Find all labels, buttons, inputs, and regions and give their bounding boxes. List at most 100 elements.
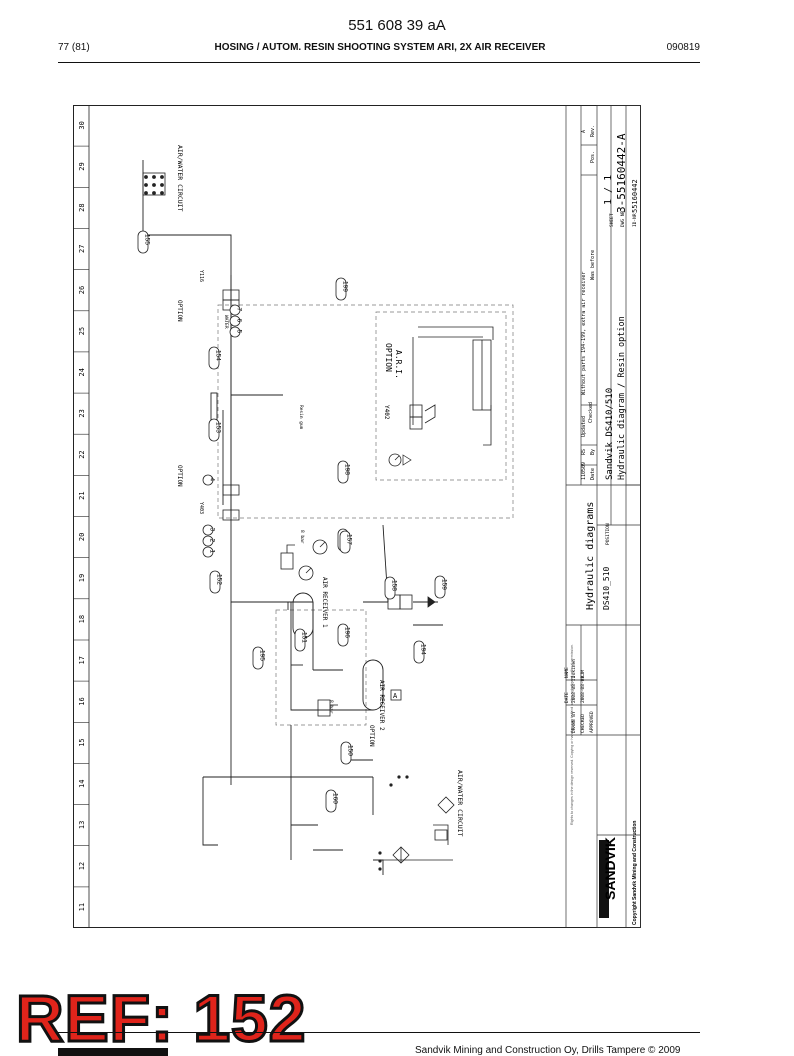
relief-valve-1 bbox=[280, 544, 295, 570]
box-a bbox=[390, 689, 402, 701]
reference-stamp: REF: 152 bbox=[14, 981, 307, 1055]
hydraulic-lines bbox=[142, 160, 443, 875]
revision-col-pos: Pos. bbox=[590, 151, 596, 163]
svg-text:155: 155 bbox=[144, 234, 151, 245]
drawn-date: 2008-08-11 bbox=[571, 676, 577, 703]
date-label: DATE bbox=[564, 692, 570, 703]
svg-text:196: 196 bbox=[344, 627, 351, 638]
hydraulic-diagram: 1112131415161718192021222324252627282930… bbox=[73, 105, 641, 928]
valve-y403-label: Y403 bbox=[198, 502, 204, 514]
ari-label: A.R.I. bbox=[394, 350, 403, 379]
callout-153: 153 bbox=[208, 418, 222, 442]
svg-text:195: 195 bbox=[259, 650, 266, 661]
callout-155: 155 bbox=[137, 230, 151, 254]
air-receiver-1-label: AIR RECEIVER 1 bbox=[321, 577, 328, 628]
option-box-outer bbox=[217, 304, 514, 519]
page-number: 77 (81) bbox=[58, 42, 90, 53]
gauge-receiver-1b bbox=[312, 539, 328, 555]
pressure-label-1: 8 bar bbox=[299, 530, 305, 544]
revision-date-label: Date bbox=[590, 468, 596, 480]
water-label: WATER bbox=[223, 315, 229, 329]
diagram-name: Hydraulic diagram / Resin option bbox=[617, 316, 627, 480]
svg-text:160: 160 bbox=[332, 793, 339, 804]
callout-151: 151 bbox=[294, 628, 308, 652]
svg-text:194: 194 bbox=[420, 644, 427, 655]
copyright-text: Copyright Sandvik Mining and Constructio… bbox=[632, 821, 638, 925]
option-number-5: 5 bbox=[229, 326, 243, 338]
svg-text:151: 151 bbox=[301, 632, 308, 643]
svg-text:3: 3 bbox=[209, 528, 216, 532]
svg-text:6: 6 bbox=[236, 319, 243, 323]
checked-date: 2008-08-08 bbox=[580, 676, 586, 703]
grid-column-label: 17 bbox=[78, 656, 86, 664]
option-label-middle: OPTION bbox=[176, 465, 183, 487]
callout-196: 196 bbox=[337, 623, 351, 647]
ari-option-box bbox=[375, 311, 507, 481]
revision-note-2: Was before bbox=[590, 250, 596, 280]
revision-by: RS bbox=[581, 449, 587, 455]
title-block bbox=[565, 105, 641, 928]
svg-text:199: 199 bbox=[342, 281, 349, 292]
grid-column-label: 13 bbox=[78, 821, 86, 829]
valve-y402 bbox=[409, 404, 436, 430]
air-water-circuit-bottom-label: AIR/WATER CIRCUIT bbox=[456, 770, 464, 837]
document-number: 551 608 39 aA bbox=[348, 17, 446, 34]
valve-y403 bbox=[222, 484, 240, 521]
grid-column-label: 18 bbox=[78, 615, 86, 623]
approved-label: APPROVED bbox=[589, 711, 595, 733]
grid-column-label: 19 bbox=[78, 574, 86, 582]
svg-text:198: 198 bbox=[344, 464, 351, 475]
document-title: HOSING / AUTOM. RESIN SHOOTING SYSTEM AR… bbox=[214, 42, 546, 53]
sheet-value: 1 / 1 bbox=[603, 175, 614, 205]
grid-column-label: 27 bbox=[78, 245, 86, 253]
option-number-3: 3 bbox=[202, 524, 216, 536]
svg-text:158: 158 bbox=[391, 580, 398, 591]
callout-150: 150 bbox=[340, 741, 354, 765]
grid-column-label: 16 bbox=[78, 697, 86, 705]
grid-column-label: 26 bbox=[78, 286, 86, 294]
revision-note: Without parts 194-199, extra air receive… bbox=[581, 272, 587, 395]
revision-col-rev: Rev. bbox=[590, 125, 596, 137]
position-label: POSITION bbox=[605, 523, 611, 545]
callout-194: 194 bbox=[413, 640, 427, 664]
dwg-number: 3-55160442-A bbox=[615, 133, 628, 213]
callout-154: 154 bbox=[208, 346, 222, 370]
checked-name: KJM bbox=[580, 670, 586, 678]
name-label: NAME bbox=[564, 667, 570, 678]
option-number-1: 1 bbox=[202, 546, 216, 558]
receiver-2-option-box bbox=[275, 609, 367, 726]
drawn-name: Jokinen bbox=[571, 659, 577, 678]
callout-159: 159 bbox=[434, 575, 448, 599]
option-number-groups: 7 6 5 4 3 21 bbox=[202, 304, 243, 558]
drawing-title: Hydraulic diagrams bbox=[585, 502, 596, 610]
callout-195: 195 bbox=[252, 646, 266, 670]
grid-column-label: 28 bbox=[78, 203, 86, 211]
checked-label: CHECKED bbox=[580, 714, 586, 733]
callout-158: 158 bbox=[384, 576, 398, 600]
drawing-frame bbox=[73, 105, 641, 928]
svg-text:5: 5 bbox=[236, 330, 243, 334]
ari-cylinder bbox=[412, 326, 494, 446]
ari-option-label: OPTION bbox=[384, 343, 393, 372]
svg-text:4: 4 bbox=[209, 478, 216, 482]
air-receiver-2-label: AIR RECEIVER 2 bbox=[378, 680, 385, 731]
svg-text:150: 150 bbox=[347, 745, 354, 756]
gauge-receiver-1 bbox=[298, 565, 314, 581]
air-water-circuit-top-label: AIR/WATER CIRCUIT bbox=[176, 145, 184, 212]
grid-column-label: 20 bbox=[78, 533, 86, 541]
svg-text:7: 7 bbox=[236, 308, 243, 312]
callout-160: 160 bbox=[325, 789, 339, 813]
grid-column-label: 23 bbox=[78, 409, 86, 417]
footer-logo bbox=[58, 1048, 168, 1056]
svg-text:153: 153 bbox=[215, 422, 222, 433]
option-number-2: 2 bbox=[202, 535, 216, 547]
resin-gun-label: Resin gun bbox=[298, 405, 304, 430]
header-rule bbox=[58, 62, 700, 63]
air-water-filter-bottom bbox=[373, 796, 455, 864]
callout-bubbles: 1551991541531981971571521581591511961951… bbox=[137, 230, 448, 813]
revision-by-label: By bbox=[590, 449, 596, 455]
document-code: 090819 bbox=[666, 42, 700, 53]
option-label-top: OPTION bbox=[176, 300, 183, 322]
pressure-label-2: 8 bar bbox=[328, 700, 334, 714]
revision-checked: Checked bbox=[588, 402, 594, 423]
